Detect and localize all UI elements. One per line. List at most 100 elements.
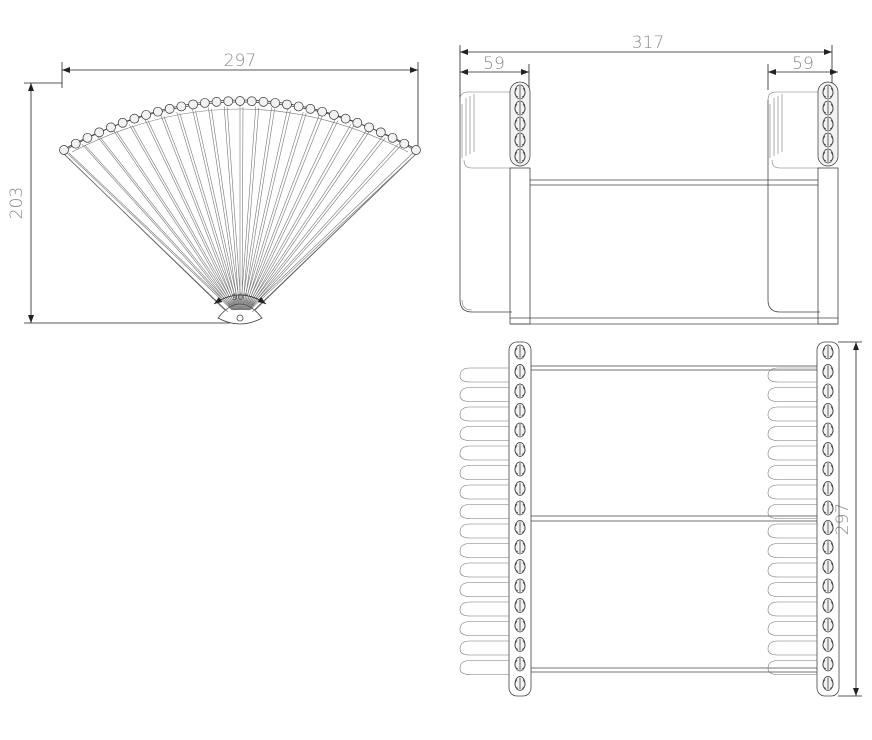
fan-rib xyxy=(223,106,240,311)
front-left-label: 59 xyxy=(483,54,505,74)
rail-knot xyxy=(514,461,526,477)
rail-knot xyxy=(822,481,834,496)
hanger-loop-left xyxy=(459,445,509,461)
rail-knot xyxy=(822,422,834,438)
hanger-loop-left xyxy=(459,367,509,383)
fan-rib xyxy=(241,107,272,311)
rim-scroll xyxy=(106,122,116,133)
rail-knot xyxy=(514,500,526,516)
hanger-loop-left xyxy=(459,660,509,675)
rail-knot xyxy=(822,520,834,535)
fan-rib xyxy=(243,110,291,311)
rim-scroll xyxy=(188,99,198,110)
fan-rib xyxy=(129,124,236,311)
fan-ornamental-rim xyxy=(59,96,421,155)
rail-knot xyxy=(822,598,834,613)
rim-scroll xyxy=(141,110,151,120)
rail-knot xyxy=(514,344,526,360)
front-right-ornament xyxy=(822,84,834,164)
fan-height-label: 203 xyxy=(7,187,27,219)
fan-rib xyxy=(65,151,233,311)
hanger-loop-left xyxy=(459,601,509,617)
fan-rib xyxy=(248,137,386,311)
hanger-loop-left xyxy=(459,582,509,597)
fan-rib xyxy=(247,143,399,311)
fan-rib xyxy=(243,115,320,311)
post-knot xyxy=(822,148,834,164)
rim-scroll xyxy=(293,101,304,112)
hanger-loop-right xyxy=(767,504,817,519)
hanger-loop-right xyxy=(767,367,817,383)
front-left-ornament xyxy=(514,84,526,164)
post-knot xyxy=(822,84,834,100)
fan-rib xyxy=(226,107,242,311)
post-knot xyxy=(514,148,526,164)
rim-scroll xyxy=(270,98,281,108)
hanger-loop-right xyxy=(767,387,817,402)
fan-rib xyxy=(144,119,236,311)
hanger-loop-left xyxy=(459,465,509,480)
rail-knot xyxy=(514,442,526,457)
rail-knot xyxy=(822,617,834,633)
front-right-dimension: 59 xyxy=(767,54,838,90)
hanger-loop-right xyxy=(767,621,817,636)
rail-knot xyxy=(822,656,834,672)
fan-height-dimension: 203 xyxy=(7,82,230,324)
rail-knot xyxy=(514,364,526,379)
hanger-loop-right xyxy=(767,562,817,578)
rim-scroll xyxy=(317,106,327,117)
rail-knot xyxy=(822,500,834,516)
fan-rib xyxy=(247,151,415,311)
fan-rib xyxy=(68,152,235,311)
hanger-loop-left xyxy=(459,504,509,519)
hanger-loop-left xyxy=(459,387,509,402)
fan-rib xyxy=(241,106,244,311)
hanger-loop-right xyxy=(767,582,817,597)
fan-rib xyxy=(245,116,323,311)
fan-rib xyxy=(244,119,336,311)
top-right-rail xyxy=(816,341,840,697)
rim-scroll xyxy=(223,96,234,107)
rail-knot xyxy=(822,383,834,399)
hanger-loop-left xyxy=(459,640,509,656)
front-right-label: 59 xyxy=(792,54,814,74)
fan-rib xyxy=(132,125,238,311)
rim-scroll xyxy=(70,138,81,149)
rim-scroll xyxy=(117,117,128,128)
fan-rib xyxy=(249,152,418,311)
rim-scroll xyxy=(153,106,163,117)
rail-knot xyxy=(514,559,526,574)
fan-rib xyxy=(163,116,239,311)
hanger-loop-right xyxy=(767,543,817,558)
front-total-label: 317 xyxy=(632,33,664,53)
hanger-loop-left xyxy=(459,406,509,422)
fan-width-label: 297 xyxy=(224,51,256,71)
top-depth-label: 297 xyxy=(833,503,853,535)
fan-rib xyxy=(245,130,367,311)
rim-scroll xyxy=(129,113,140,124)
fan-rib xyxy=(97,136,234,311)
fan-rib xyxy=(246,125,354,311)
hanger-loop-left xyxy=(459,484,509,500)
rim-scroll xyxy=(246,96,257,107)
hanger-loop-right xyxy=(767,406,817,422)
rail-knot xyxy=(514,656,526,672)
rim-scroll xyxy=(235,96,245,106)
fan-rib xyxy=(100,137,236,311)
front-left-dimension: 59 xyxy=(460,54,530,90)
rim-scroll xyxy=(364,122,374,133)
hanger-loop-right xyxy=(767,465,817,480)
rail-knot xyxy=(822,539,834,555)
rail-knot xyxy=(514,383,526,399)
rail-knot xyxy=(822,578,834,594)
rail-knot xyxy=(514,403,526,418)
fan-rib xyxy=(242,111,304,311)
post-knot xyxy=(514,116,526,132)
top-rail-ornaments xyxy=(514,344,834,691)
rim-scroll xyxy=(340,113,351,124)
hanger-loop-left xyxy=(459,523,509,539)
rim-scroll xyxy=(411,145,421,155)
fan-rib xyxy=(195,110,241,311)
rim-scroll xyxy=(282,99,292,110)
fan-rib xyxy=(246,136,383,311)
